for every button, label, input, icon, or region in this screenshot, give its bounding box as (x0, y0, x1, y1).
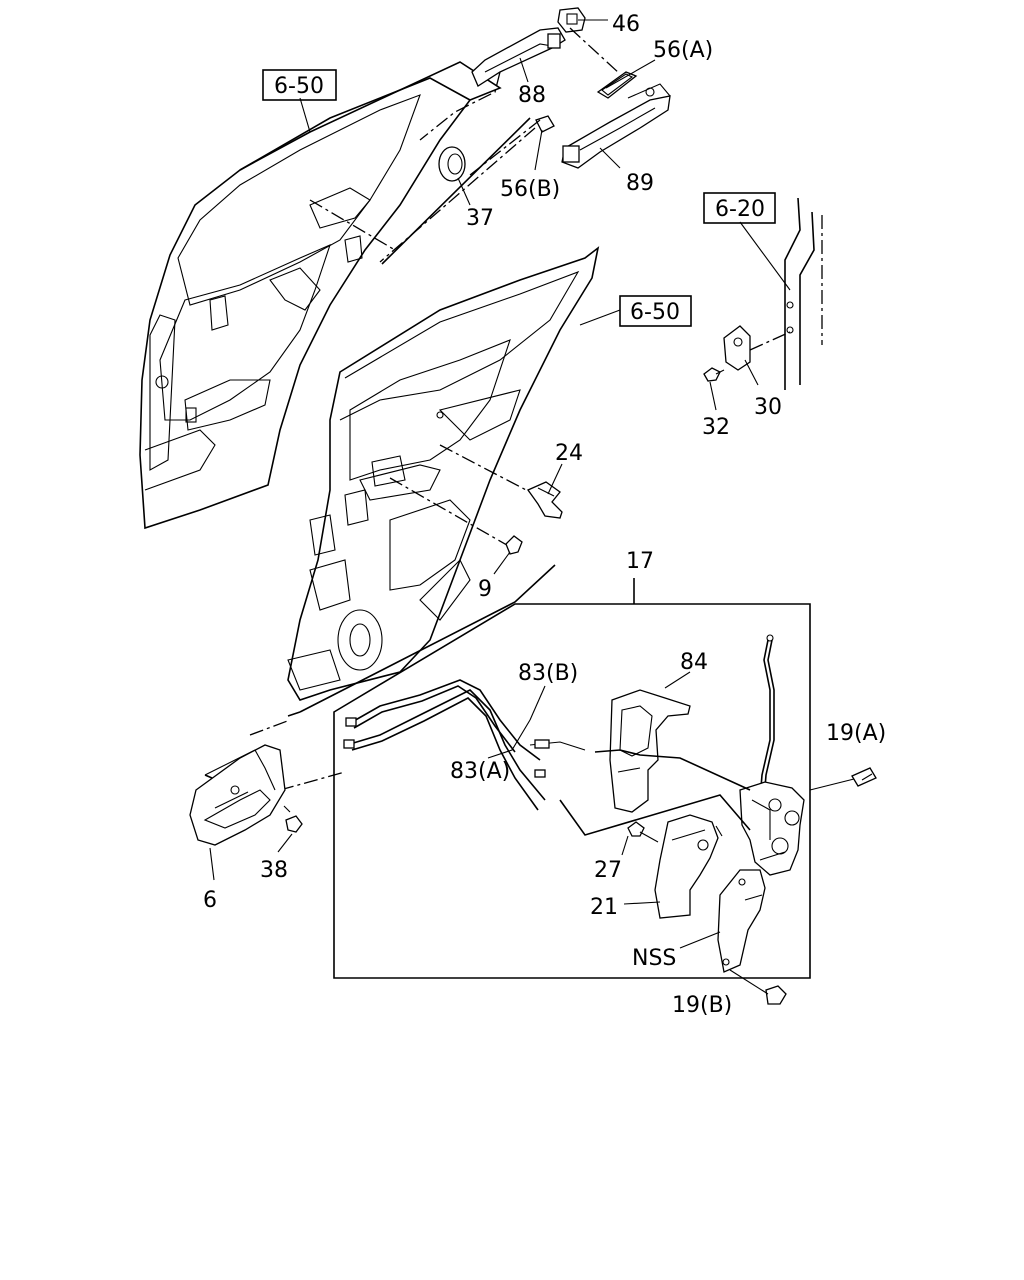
screw-27 (627, 821, 659, 843)
callout-32: 32 (702, 415, 730, 440)
lock-assembly-box-17 (333, 578, 811, 979)
reference-label: 6-50 (630, 300, 680, 325)
callout-9: 9 (478, 577, 492, 602)
callout-27: 27 (594, 858, 622, 883)
grommet-37 (438, 146, 466, 182)
callout-88: 88 (518, 83, 546, 108)
striker-30 (723, 325, 791, 371)
actuator-21 (654, 814, 723, 919)
lock-rod (759, 634, 775, 801)
callout-46: 46 (612, 12, 640, 37)
callout-nss: NSS (632, 946, 676, 971)
reference-label: 6-20 (715, 197, 765, 222)
callout-leaders (209, 19, 791, 949)
body-pillar (784, 197, 823, 390)
handle-cap-46 (557, 7, 586, 33)
callout-24: 24 (555, 441, 583, 466)
callout-21: 21 (590, 895, 618, 920)
outside-handle-88 (471, 27, 566, 87)
callout-19b: 19(B) (672, 993, 732, 1018)
callout-84: 84 (680, 650, 708, 675)
callout-6: 6 (203, 888, 217, 913)
callout-83a: 83(A) (450, 759, 510, 784)
callout-labels: 46 56(A) 88 56(B) 89 37 24 30 32 9 17 84… (203, 12, 886, 1018)
lock-mechanism (739, 781, 805, 876)
cables-83 (343, 679, 586, 811)
callout-17: 17 (626, 549, 654, 574)
callout-56a: 56(A) (653, 38, 713, 63)
door-outline-lines (287, 564, 556, 717)
rear-door-outer-panel (139, 61, 502, 530)
reference-box-3: 6-20 (703, 192, 776, 224)
callout-38: 38 (260, 858, 288, 883)
screw-32 (703, 367, 725, 382)
bolt-19b (729, 969, 787, 1005)
bracket-24 (527, 481, 563, 519)
rear-door-inner-panel (287, 246, 600, 701)
callout-56b: 56(B) (500, 177, 560, 202)
callout-83b: 83(B) (518, 661, 578, 686)
mechanism-leader-lines (559, 749, 859, 836)
screw-38 (283, 805, 303, 833)
handle-frame-89 (561, 83, 671, 169)
bolt-19a (851, 767, 877, 787)
bracket-nss (717, 869, 766, 973)
clip-9 (505, 535, 523, 555)
callout-19a: 19(A) (826, 721, 886, 746)
reference-box-2: 6-50 (619, 295, 692, 327)
handle-leader-lines (309, 27, 621, 265)
callout-37: 37 (466, 206, 494, 231)
callout-30: 30 (754, 395, 782, 420)
reference-label: 6-50 (274, 74, 324, 99)
reference-box-1: 6-50 (262, 69, 337, 101)
inside-handle-6 (189, 744, 286, 846)
gasket-56b (535, 115, 555, 133)
callout-89: 89 (626, 171, 654, 196)
gasket-56a (596, 71, 638, 99)
